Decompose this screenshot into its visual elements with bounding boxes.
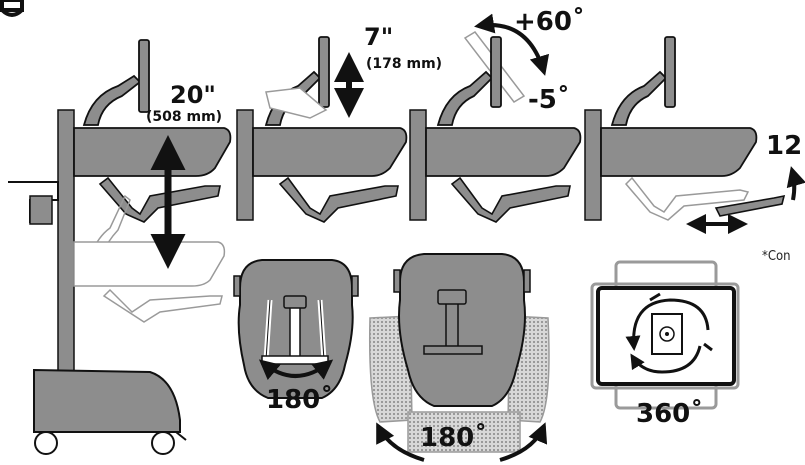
swivel-top-view-b: 180˚ [368, 253, 550, 462]
ghost-keyboard-tray [102, 288, 223, 323]
cart-base [33, 368, 181, 433]
rotation-arrow-top [625, 298, 710, 351]
swivel-arrow-left [376, 422, 425, 462]
keyboard-dotted [407, 411, 521, 453]
keyboard-tray [98, 176, 221, 223]
swivel-post [289, 301, 301, 361]
rotate-label: 360˚ [636, 398, 703, 429]
monitor-arm [610, 70, 668, 126]
keyboard-tilt-label: 12˚ [766, 130, 805, 161]
monitor-screen [138, 39, 150, 113]
caster-wheel [151, 431, 175, 455]
height-mm-label: (508 mm) [146, 109, 222, 125]
tray-top-plate [398, 253, 526, 407]
tilt-up-label: +60˚ [514, 6, 585, 37]
monitor-screen [318, 36, 330, 108]
swivel-a-label: 180˚ [266, 384, 333, 415]
swivel-post [445, 299, 459, 349]
lift-inches-label: 7" [364, 23, 393, 51]
heading-fragment [0, 0, 24, 17]
monitor-landscape-ghost [590, 282, 740, 390]
height-inches-label: 20" [170, 81, 216, 109]
caster-wheel [34, 431, 58, 455]
keyboard-tilt-arrow [786, 166, 805, 201]
swivel-top-view-a: 180˚ [233, 259, 359, 415]
monitor-arm [82, 74, 142, 126]
monitor-lift-view: 7" (178 mm) [236, 23, 442, 223]
tilt-down-label: -5˚ [528, 84, 570, 115]
work-surface [600, 127, 758, 177]
keyboard-tilt-view: 12˚ *Con [584, 36, 805, 264]
rotation-arrow-bottom [630, 345, 702, 374]
swivel-arrow-right [499, 422, 548, 462]
cart-column [57, 109, 75, 411]
lift-mm-label: (178 mm) [366, 56, 442, 72]
work-surface [252, 127, 408, 177]
monitor-tilt-view: +60˚ -5˚ [409, 6, 585, 223]
footnote-label: *Con [762, 249, 791, 264]
work-surface [425, 127, 582, 177]
swivel-arrow [258, 359, 334, 380]
work-surface [73, 127, 232, 177]
keyboard-tray [278, 176, 399, 223]
monitor-arm [436, 70, 494, 126]
keyboard-tray [450, 176, 571, 223]
tilt-adjust-arrow [474, 13, 550, 76]
monitor-screen [490, 36, 502, 108]
cart-full-view: 20" (508 mm) [8, 39, 232, 455]
swivel-b-label: 180˚ [420, 422, 487, 453]
monitor-screen [664, 36, 676, 108]
ghost-work-surface [73, 241, 226, 287]
rotation-view: 360˚ [590, 260, 740, 429]
